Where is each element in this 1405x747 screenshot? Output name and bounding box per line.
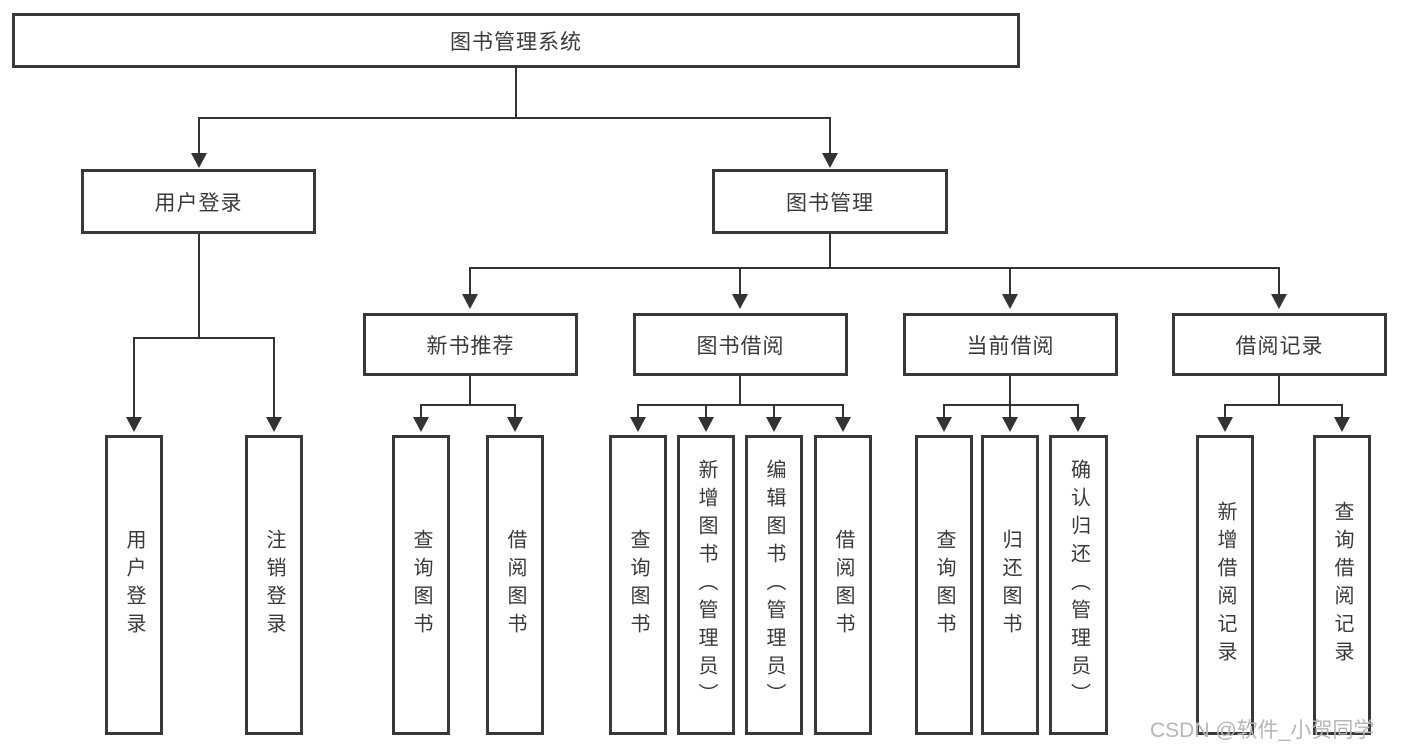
connector-drop-bb-4 [842, 404, 844, 419]
node-book-borrowing-label: 图书借阅 [696, 334, 785, 358]
leaf-bb-add-books-admin: 新增图书（管理员） [677, 435, 735, 735]
connector-user-stem [198, 234, 200, 338]
arrowhead-cb-2-icon [1002, 417, 1018, 432]
connector-drop-leaf-user-login [133, 337, 135, 419]
connector-drop-cb-3 [1077, 404, 1079, 419]
connector-drop-nb-2 [514, 404, 516, 419]
leaf-bb-edit-books-admin: 编辑图书（管理员） [745, 435, 803, 735]
arrowhead-bb-1-icon [630, 417, 646, 432]
arrowhead-cb-1-icon [936, 417, 952, 432]
node-user-login-label: 用户登录 [154, 191, 243, 215]
arrowhead-book-borrowing-icon [732, 294, 748, 309]
arrowhead-bb-3-icon [766, 417, 782, 432]
connector-drop-book-borrowing [739, 267, 741, 296]
arrowhead-leaf-user-login-icon [126, 417, 142, 432]
leaf-cb-return-books-label: 归还图书 [999, 529, 1021, 641]
connector-drop-br-1 [1224, 404, 1226, 419]
node-root: 图书管理系统 [12, 13, 1020, 68]
connector-drop-leaf-logout [273, 337, 275, 419]
leaf-bb-query-books-label: 查询图书 [627, 529, 649, 641]
connector-root-stem [515, 68, 517, 118]
connector-drop-current-borrowing [1009, 267, 1011, 296]
connector-drop-borrow-records [1278, 267, 1280, 296]
connector-drop-bb-1 [637, 404, 639, 419]
leaf-cb-query-books: 查询图书 [915, 435, 973, 735]
leaf-nb-query-books-label: 查询图书 [410, 529, 432, 641]
connector-nb-stem [469, 376, 471, 406]
connector-mgmt-bus [469, 267, 1280, 269]
leaf-bb-add-books-admin-label: 新增图书（管理员） [695, 459, 717, 711]
leaf-user-login-label: 用户登录 [123, 529, 145, 641]
arrowhead-borrow-records-icon [1271, 294, 1287, 309]
connector-br-bus [1224, 404, 1342, 406]
connector-drop-user-login [198, 117, 200, 155]
arrowhead-leaf-logout-icon [266, 417, 282, 432]
leaf-br-query-record-label: 查询借阅记录 [1331, 501, 1353, 669]
connector-drop-cb-1 [943, 404, 945, 419]
arrowhead-book-management-icon [822, 153, 838, 168]
node-user-login: 用户登录 [81, 169, 316, 234]
leaf-cb-confirm-return-admin-label: 确认归还（管理员） [1067, 459, 1090, 711]
leaf-user-login: 用户登录 [105, 435, 163, 735]
leaf-nb-borrow-books: 借阅图书 [486, 435, 544, 735]
connector-drop-bb-3 [773, 404, 775, 419]
arrowhead-nb-2-icon [507, 417, 523, 432]
connector-drop-new-book [469, 267, 471, 296]
arrowhead-br-1-icon [1217, 417, 1233, 432]
connector-drop-br-2 [1341, 404, 1343, 419]
node-new-book-recommend: 新书推荐 [363, 313, 578, 376]
leaf-logout-login-label: 注销登录 [263, 529, 285, 641]
leaf-bb-borrow-books: 借阅图书 [814, 435, 872, 735]
node-current-borrowing-label: 当前借阅 [966, 334, 1055, 358]
leaf-nb-query-books: 查询图书 [392, 435, 450, 735]
node-borrow-records: 借阅记录 [1172, 313, 1387, 376]
arrowhead-nb-1-icon [413, 417, 429, 432]
leaf-br-add-record-label: 新增借阅记录 [1214, 501, 1236, 669]
leaf-bb-edit-books-admin-label: 编辑图书（管理员） [763, 459, 785, 711]
arrowhead-current-borrowing-icon [1002, 294, 1018, 309]
connector-mgmt-stem [829, 234, 831, 268]
leaf-br-add-record: 新增借阅记录 [1196, 435, 1254, 735]
csdn-watermark: CSDN @软件_小贺同学 [1150, 719, 1375, 742]
leaf-nb-borrow-books-label: 借阅图书 [504, 529, 526, 641]
arrowhead-user-login-icon [191, 153, 207, 168]
leaf-cb-return-books: 归还图书 [981, 435, 1039, 735]
connector-br-stem [1278, 376, 1280, 406]
node-book-management-label: 图书管理 [786, 191, 874, 215]
connector-bb-stem [739, 376, 741, 406]
node-borrow-records-label: 借阅记录 [1235, 334, 1324, 358]
connector-user-bus [133, 337, 275, 339]
connector-drop-bb-2 [705, 404, 707, 419]
connector-drop-cb-2 [1009, 404, 1011, 419]
leaf-logout-login: 注销登录 [245, 435, 303, 735]
connector-cb-bus [943, 404, 1079, 406]
leaf-br-query-record: 查询借阅记录 [1313, 435, 1371, 735]
node-root-label: 图书管理系统 [450, 30, 582, 54]
arrowhead-bb-4-icon [835, 417, 851, 432]
node-book-borrowing: 图书借阅 [633, 313, 848, 376]
arrowhead-br-2-icon [1334, 417, 1350, 432]
connector-drop-nb-1 [420, 404, 422, 419]
arrowhead-bb-2-icon [698, 417, 714, 432]
leaf-bb-query-books: 查询图书 [609, 435, 667, 735]
leaf-cb-confirm-return-admin: 确认归还（管理员） [1049, 435, 1108, 735]
arrowhead-new-book-icon [462, 294, 478, 309]
connector-root-bus [198, 117, 831, 119]
connector-cb-stem [1009, 376, 1011, 406]
leaf-cb-query-books-label: 查询图书 [933, 529, 955, 641]
leaf-bb-borrow-books-label: 借阅图书 [832, 529, 854, 641]
connector-drop-book-management [829, 117, 831, 155]
node-book-management: 图书管理 [712, 169, 948, 234]
connector-nb-bus [420, 404, 516, 406]
node-new-book-recommend-label: 新书推荐 [426, 334, 515, 358]
node-current-borrowing: 当前借阅 [903, 313, 1118, 376]
arrowhead-cb-3-icon [1070, 417, 1086, 432]
connector-bb-bus [637, 404, 844, 406]
